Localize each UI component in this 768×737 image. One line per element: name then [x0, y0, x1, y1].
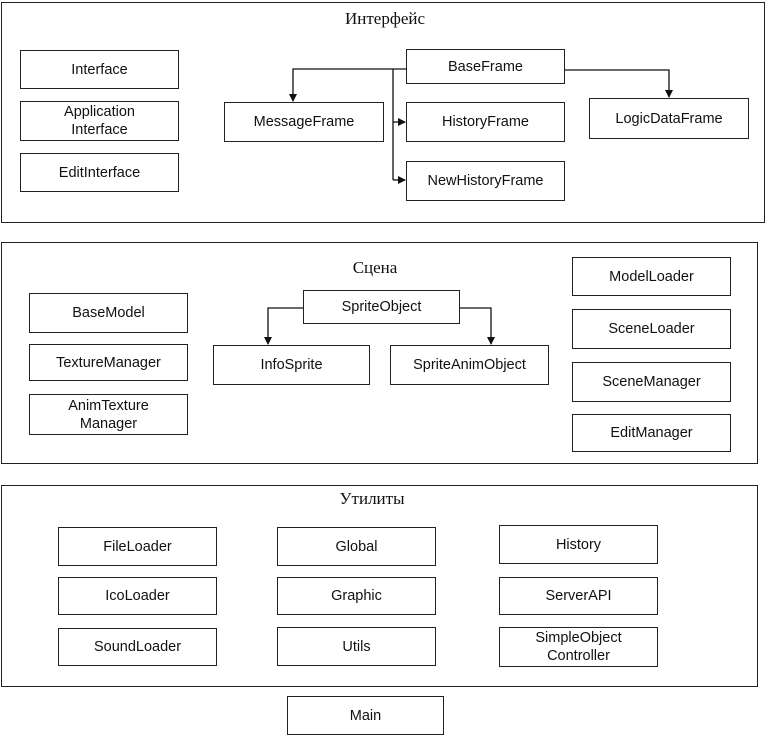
history-box: History	[499, 525, 658, 564]
history-frame-box: HistoryFrame	[406, 102, 565, 142]
model-loader-box: ModelLoader	[572, 257, 731, 296]
global-box: Global	[277, 527, 436, 566]
file-loader-box: FileLoader	[58, 527, 217, 566]
utils-box: Utils	[277, 627, 436, 666]
base-frame-box: BaseFrame	[406, 49, 565, 84]
message-frame-box: MessageFrame	[224, 102, 384, 142]
server-api-box: ServerAPI	[499, 577, 658, 615]
interface-box: Interface	[20, 50, 179, 89]
application-interface-box: Application Interface	[20, 101, 179, 141]
utilities-group-title: Утилиты	[339, 489, 405, 508]
base-model-box: BaseModel	[29, 293, 188, 333]
info-sprite-box: InfoSprite	[213, 345, 370, 385]
graphic-box: Graphic	[277, 577, 436, 615]
scene-group-title: Сцена	[352, 258, 398, 277]
simple-object-controller-box: SimpleObject Controller	[499, 627, 658, 667]
new-history-frame-box: NewHistoryFrame	[406, 161, 565, 201]
anim-texture-manager-box: AnimTexture Manager	[29, 394, 188, 435]
sprite-anim-object-box: SpriteAnimObject	[390, 345, 549, 385]
scene-manager-box: SceneManager	[572, 362, 731, 402]
sound-loader-box: SoundLoader	[58, 628, 217, 666]
ico-loader-box: IcoLoader	[58, 577, 217, 615]
logic-data-frame-box: LogicDataFrame	[589, 98, 749, 139]
edit-interface-box: EditInterface	[20, 153, 179, 192]
sprite-object-box: SpriteObject	[303, 290, 460, 324]
main-box: Main	[287, 696, 444, 735]
edit-manager-box: EditManager	[572, 414, 731, 452]
texture-manager-box: TextureManager	[29, 344, 188, 381]
scene-loader-box: SceneLoader	[572, 309, 731, 349]
interface-group-title: Интерфейс	[344, 9, 426, 28]
